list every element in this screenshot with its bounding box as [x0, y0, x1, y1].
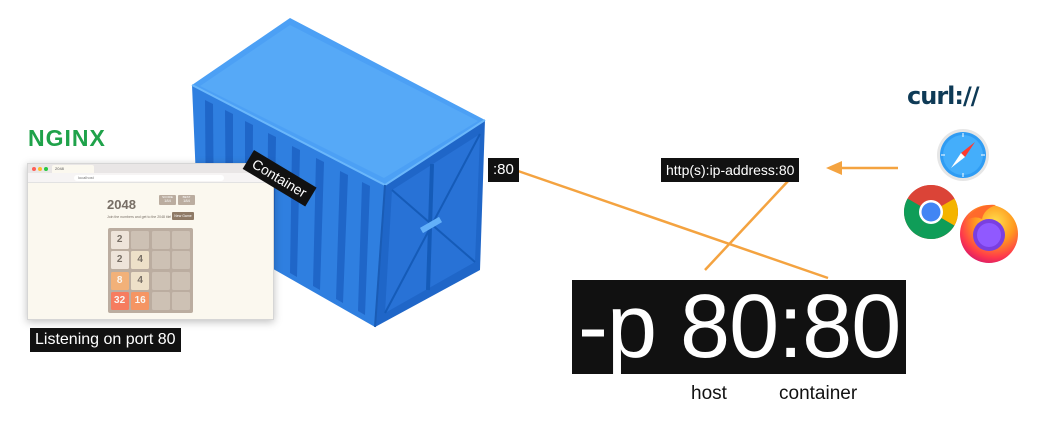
game-title: 2048: [107, 197, 136, 212]
game-tile-empty: [172, 251, 191, 270]
listening-label: Listening on port 80: [30, 328, 181, 352]
maximize-dot-icon: [44, 166, 48, 171]
nginx-logo: NGINX: [28, 125, 106, 151]
game-tile-empty: [172, 292, 191, 311]
browser-tab: 2048: [52, 165, 94, 173]
browser-arrow-head: [826, 161, 842, 175]
game-tile: 4: [131, 251, 150, 270]
chrome-icon: [903, 184, 958, 240]
host-to-url-line: [704, 179, 790, 271]
game-tile: 32: [110, 292, 129, 311]
firefox-icon: [960, 204, 1018, 263]
game-tile-empty: [151, 292, 170, 311]
safari-icon: [937, 129, 989, 181]
game-tile-empty: [172, 230, 191, 249]
game-tile-empty: [131, 230, 150, 249]
browser-url-bar: localhost: [28, 173, 273, 183]
game-tile-empty: [172, 271, 191, 290]
game-tile-empty: [151, 271, 170, 290]
game-tile: 16: [131, 292, 150, 311]
best-label: BEST: [182, 195, 191, 199]
browser-tab-bar: 2048: [28, 164, 273, 173]
container-to-container-port-line: [517, 169, 829, 280]
container-caption: container: [779, 383, 858, 404]
score-box: SCORE 184: [159, 195, 176, 205]
game-tile: 2: [110, 230, 129, 249]
score-value: 184: [164, 198, 171, 203]
address-field: localhost: [74, 174, 224, 181]
close-dot-icon: [32, 166, 36, 171]
game-subtitle: Join the numbers and get to the 2048 til…: [107, 215, 172, 219]
minimize-dot-icon: [38, 166, 42, 171]
score-label: SCORE: [162, 195, 173, 199]
new-game-button: New Game: [172, 212, 194, 220]
browser-window: 2048 localhost 2048 SCORE 184 BEST 184 J…: [27, 163, 274, 320]
game-tile-empty: [151, 230, 170, 249]
best-value: 184: [183, 198, 190, 203]
game-tile: 8: [110, 271, 129, 290]
game-tile: 4: [131, 271, 150, 290]
game-tile-empty: [151, 251, 170, 270]
container-port-label: :80: [488, 158, 519, 182]
curl-logo: curl://: [907, 82, 980, 110]
best-box: BEST 184: [178, 195, 195, 205]
game-tile: 2: [110, 251, 129, 270]
port-mapping-box: -p 80:80: [572, 280, 907, 374]
url-label: http(s):ip-address:80: [661, 158, 800, 182]
host-caption: host: [691, 383, 727, 404]
